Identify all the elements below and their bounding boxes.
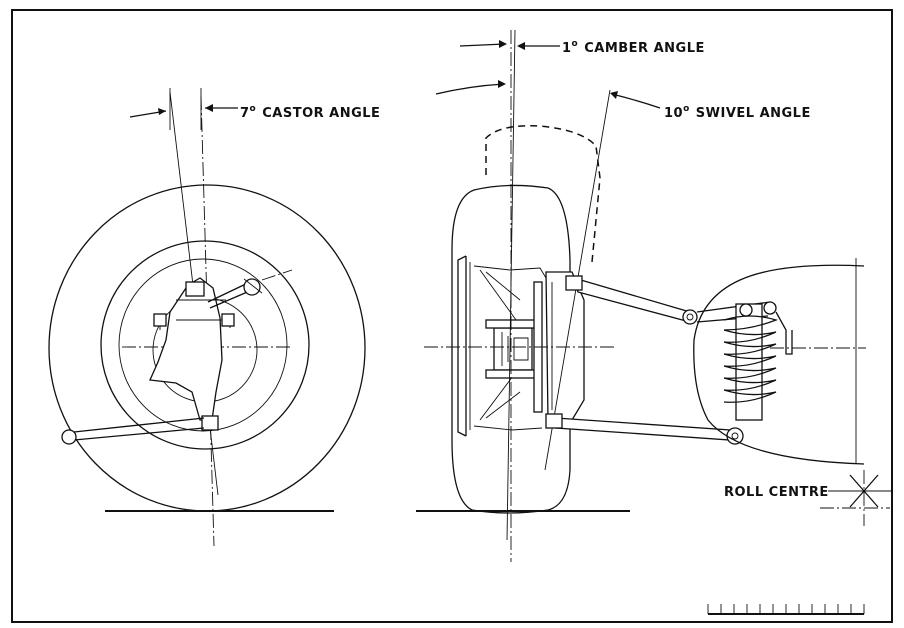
front-view-wheel bbox=[416, 29, 866, 562]
front-camber-line bbox=[506, 29, 516, 541]
side-link-end bbox=[61, 429, 77, 445]
roll-centre-label: ROLL CENTRE bbox=[724, 485, 829, 500]
front-upper-wishbone bbox=[573, 277, 691, 323]
side-rim-inner bbox=[118, 258, 288, 432]
side-lower-link bbox=[73, 417, 205, 433]
chassis-outline bbox=[693, 264, 865, 465]
front-hub bbox=[493, 327, 533, 371]
side-view-wheel bbox=[48, 88, 366, 547]
front-tyre-displaced bbox=[485, 125, 601, 263]
coil-spring bbox=[723, 301, 793, 421]
roll-centre-marker bbox=[820, 470, 892, 526]
page-border bbox=[11, 9, 893, 623]
front-lower-wishbone bbox=[555, 417, 731, 441]
scale-bar bbox=[707, 604, 865, 615]
